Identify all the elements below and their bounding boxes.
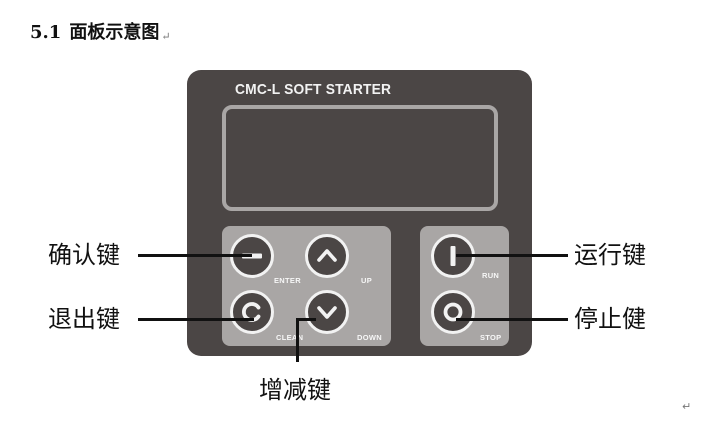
down-key-label: DOWN — [357, 333, 382, 342]
callout-confirm: 确认键 — [48, 241, 120, 269]
leader-adjust-vertical — [296, 318, 299, 362]
leader-run — [456, 254, 568, 257]
leader-stop — [456, 318, 568, 321]
callout-exit: 退出键 — [48, 305, 120, 333]
control-panel: CMC-L SOFT STARTER ENTER UP CLEAN — [187, 70, 532, 356]
callout-stop: 停止健 — [574, 305, 646, 333]
up-key[interactable] — [305, 234, 349, 278]
display-window — [222, 105, 498, 211]
stop-key[interactable] — [431, 290, 475, 334]
letter-c-icon — [242, 302, 261, 322]
run-key-label: RUN — [482, 271, 500, 280]
paragraph-mark: ↵ — [161, 30, 171, 43]
key-group-left: ENTER UP CLEAN DOWN — [222, 226, 391, 346]
leader-adjust-horizontal — [296, 318, 316, 321]
enter-key-label: ENTER — [274, 276, 301, 285]
section-title: 面板示意图 — [69, 22, 160, 43]
bar-icon — [450, 246, 456, 266]
chevron-down-icon — [317, 306, 337, 319]
leader-exit — [138, 318, 254, 321]
callout-adjust: 增减键 — [259, 376, 331, 404]
ring-icon — [443, 302, 463, 322]
paragraph-end-mark: ↵ — [682, 400, 692, 413]
key-group-right: RUN STOP — [420, 226, 509, 346]
leader-confirm — [138, 254, 252, 257]
clean-key[interactable] — [230, 290, 274, 334]
clean-key-label: CLEAN — [276, 333, 304, 342]
section-heading: 5.1 面板示意图↵ — [30, 18, 171, 44]
chevron-up-icon — [317, 249, 337, 262]
callout-run: 运行键 — [574, 241, 646, 269]
section-number: 5.1 — [30, 22, 62, 43]
brand-label: CMC-L SOFT STARTER — [235, 81, 392, 98]
stop-key-label: STOP — [480, 333, 502, 342]
down-key[interactable] — [305, 290, 349, 334]
up-key-label: UP — [361, 276, 373, 285]
